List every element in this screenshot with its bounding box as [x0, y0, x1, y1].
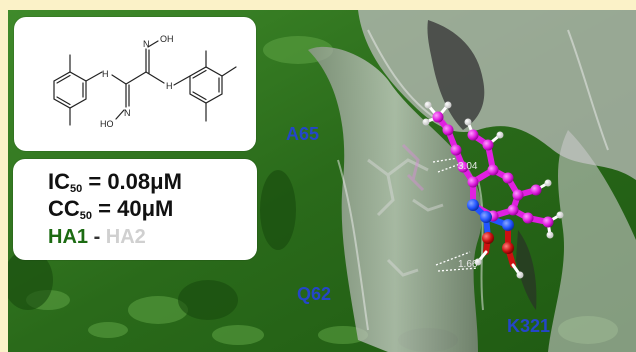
cc50-subscript: 50 — [79, 210, 93, 222]
white-surface-middle — [308, 46, 483, 352]
structure-ho-bottom: HO — [100, 119, 114, 129]
protein-surface-scene — [8, 10, 636, 352]
structure-oh-top: OH — [160, 34, 174, 44]
faint-residue-sticks — [367, 158, 444, 277]
ligand-nitrogen-atoms — [467, 199, 514, 231]
binding-cleft — [427, 20, 485, 130]
ha1-label: HA1 — [48, 226, 89, 248]
ic50-subscript: 50 — [70, 183, 83, 195]
cc50-text: CC50 = 40μM — [48, 198, 173, 222]
cc50-value: = 40μM — [92, 196, 174, 221]
ha-legend: HA1 - HA2 — [48, 227, 146, 247]
hbond-dashes — [432, 157, 479, 272]
structure-n-left: H — [102, 69, 109, 79]
faint-residue-pink — [401, 143, 425, 192]
ligand-oxygen-atoms — [482, 232, 514, 254]
structure-n-top: N — [143, 39, 150, 49]
ic50-text: IC50 = 0.08μM — [48, 171, 182, 195]
structure-n-bottom: N — [124, 108, 131, 118]
ic50-prefix: IC — [48, 169, 70, 194]
distance-label-2: 1.66 — [458, 259, 478, 270]
ha-separator: - — [88, 226, 106, 248]
binding-cleft-2 — [516, 230, 537, 310]
chemical-structure-drawing: H N OH N HO H — [53, 34, 237, 129]
ligand-hydrogen-atoms — [422, 101, 564, 279]
ic50-value: = 0.08μM — [82, 169, 182, 194]
cc50-prefix: CC — [48, 196, 80, 221]
activity-panel: IC50 = 0.08μM CC50 = 40μM HA1 - HA2 — [13, 159, 257, 260]
ha2-label: HA2 — [105, 226, 146, 248]
white-surface-right — [548, 130, 636, 352]
distance-label-1: 3.04 — [458, 161, 478, 172]
surface-ridges — [337, 29, 609, 331]
structure-n-right: H — [166, 81, 173, 91]
residue-label-k321: K321 — [507, 316, 551, 336]
residue-label-q62: Q62 — [297, 284, 332, 304]
chemical-structure-panel: H N OH N HO H — [14, 17, 256, 151]
residue-label-a65: A65 — [286, 124, 320, 144]
